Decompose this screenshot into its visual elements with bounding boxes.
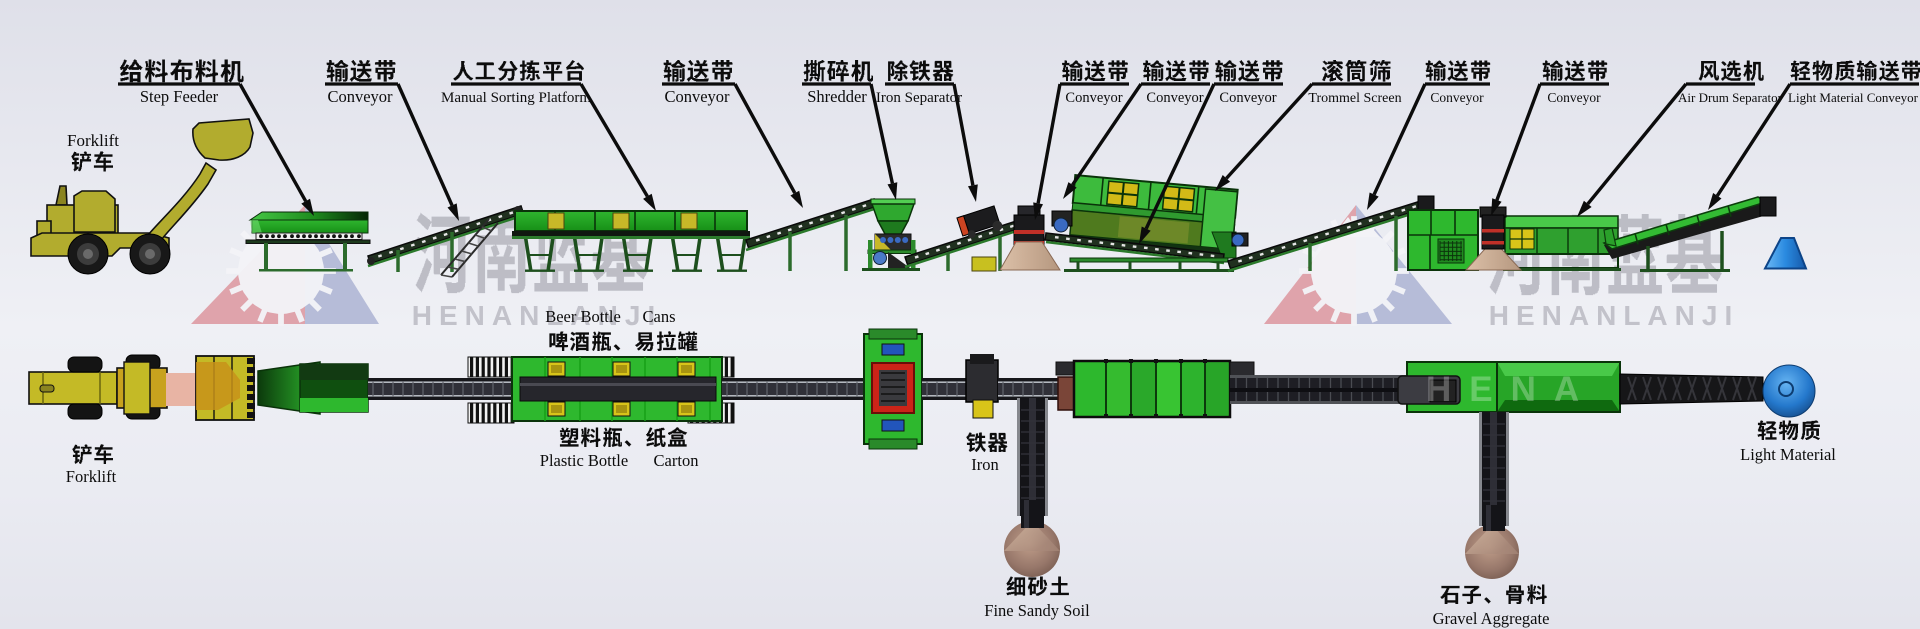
svg-text:Cans: Cans — [643, 307, 676, 326]
svg-text:Forklift: Forklift — [66, 467, 117, 486]
svg-text:Carton: Carton — [654, 451, 699, 470]
svg-text:Conveyor: Conveyor — [1065, 90, 1122, 106]
svg-text:Shredder: Shredder — [807, 87, 867, 106]
svg-text:Conveyor: Conveyor — [664, 87, 730, 106]
svg-text:Forklift: Forklift — [67, 131, 119, 150]
svg-text:Step Feeder: Step Feeder — [140, 87, 219, 106]
svg-text:HENA: HENA — [1426, 370, 1597, 409]
svg-text:Iron Separator: Iron Separator — [876, 90, 962, 106]
svg-text:Gravel Aggregate: Gravel Aggregate — [1433, 609, 1550, 628]
svg-text:Trommel Screen: Trommel Screen — [1308, 91, 1401, 106]
svg-text:Light Material Conveyor: Light Material Conveyor — [1788, 90, 1919, 105]
svg-text:Conveyor: Conveyor — [1430, 90, 1484, 105]
svg-text:Plastic Bottle: Plastic Bottle — [540, 451, 628, 470]
svg-text:Iron: Iron — [971, 455, 999, 474]
svg-text:Conveyor: Conveyor — [327, 87, 393, 106]
svg-text:Conveyor: Conveyor — [1146, 90, 1203, 106]
svg-text:Conveyor: Conveyor — [1219, 90, 1276, 106]
svg-text:Air Drum Separator: Air Drum Separator — [1678, 90, 1783, 105]
svg-text:Beer Bottle: Beer Bottle — [545, 307, 621, 326]
svg-text:HENANLANJI: HENANLANJI — [1489, 300, 1739, 331]
svg-text:Fine Sandy Soil: Fine Sandy Soil — [984, 601, 1090, 620]
svg-text:HENANLANJI: HENANLANJI — [412, 300, 662, 331]
svg-text:Manual Sorting Platform: Manual Sorting Platform — [441, 90, 591, 106]
svg-text:Conveyor: Conveyor — [1547, 90, 1601, 105]
svg-text:Light Material: Light Material — [1740, 445, 1836, 464]
